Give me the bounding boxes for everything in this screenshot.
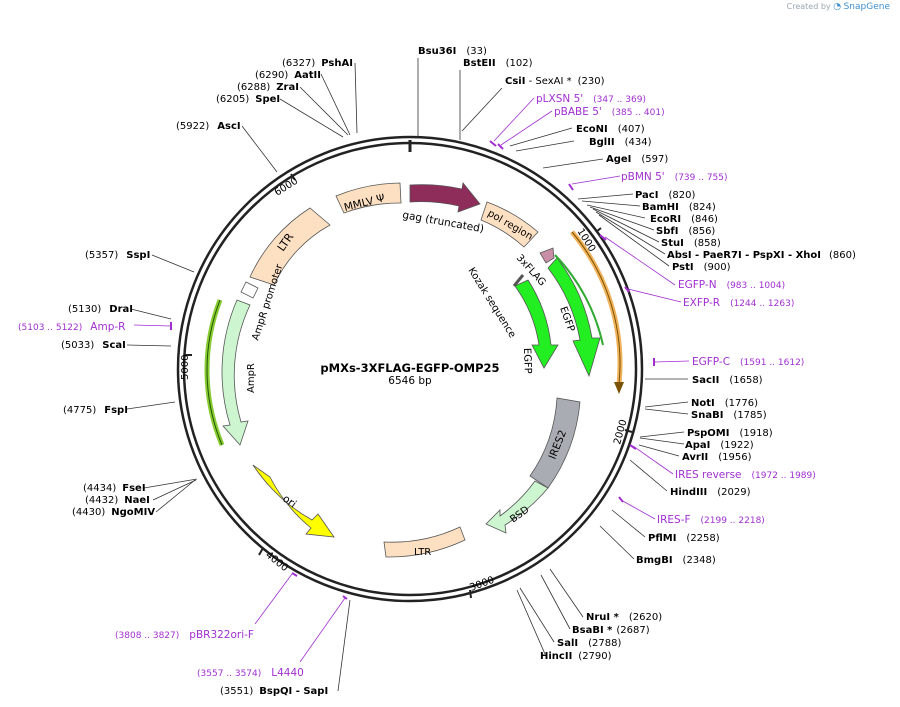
snapgene-logo-icon: ◔ xyxy=(833,2,842,12)
feature-3xflag xyxy=(539,247,555,264)
enzyme-pspomi: PspOMI(1918) xyxy=(687,428,773,439)
enzyme-bspqi-sapi: (3551)BspQI - SapI xyxy=(220,686,328,697)
tick-label-4000: 4000 xyxy=(263,550,290,574)
watermark-created-by: Created by xyxy=(786,2,831,11)
primer-egfp-n: EGFP-N(983 .. 1004) xyxy=(678,279,785,291)
enzyme-asci: (5922)AscI xyxy=(176,121,241,132)
primer-egfp-c: EGFP-C(1591 .. 1612) xyxy=(692,356,804,368)
feature-label-ampr: AmpR xyxy=(246,363,257,393)
enzyme-spei: (6205)SpeI xyxy=(216,94,280,105)
feature-egfp-inner xyxy=(514,279,559,369)
primer-pbmn: pBMN 5'(739 .. 755) xyxy=(621,171,728,183)
enzyme-drai: (5130)DraI xyxy=(68,304,133,315)
tick-label-5000: 5000 xyxy=(180,355,191,380)
feature-ampr xyxy=(221,299,251,446)
feature-kozak xyxy=(512,274,525,287)
primer-l4440: (3557 .. 3574)L4440 xyxy=(197,667,304,679)
orange-arrowhead xyxy=(614,382,624,394)
primer-plxsn: pLXSN 5'(347 .. 369) xyxy=(536,93,646,105)
feature-ltr-bottom xyxy=(383,526,466,558)
enzyme-ngomiv: (4430)NgoMIV xyxy=(72,507,155,518)
feature-orange-arc-core xyxy=(571,231,621,385)
plasmid-length: 6546 bp xyxy=(388,375,432,387)
primer-exfp-r: EXFP-R(1244 .. 1263) xyxy=(683,297,794,309)
feature-pol-region xyxy=(480,201,539,248)
tick-label-3000: 3000 xyxy=(468,575,496,594)
enzyme-leaders xyxy=(126,58,689,692)
feature-ori xyxy=(252,464,335,538)
enzyme-bsteii: BstEII(102) xyxy=(463,58,533,69)
enzyme-pflmi: PflMI(2258) xyxy=(648,533,720,544)
enzyme-paci: PacI(820) xyxy=(635,190,695,201)
feature-ires2 xyxy=(529,397,581,489)
enzyme-sspi: (5357)SspI xyxy=(85,250,150,261)
feature-label-ori: ori xyxy=(280,493,298,511)
enzyme-aatii: (6290)AatII xyxy=(255,70,321,81)
feature-label-kozak: Kozak sequence xyxy=(465,266,517,340)
ampr-highlight-core xyxy=(206,299,223,446)
primer-leaders xyxy=(133,97,690,663)
feature-egfp-outer xyxy=(547,257,601,378)
feature-label-egfp-inner: EGFP xyxy=(521,348,533,374)
enzyme-nrui: NruI *(2620) xyxy=(586,612,662,623)
feature-bsd xyxy=(485,480,549,534)
feature-label-3xflag: 3xFLAG xyxy=(514,253,548,289)
enzyme-hindiii: HindIII(2029) xyxy=(670,487,751,498)
enzyme-bsu36i: Bsu36I(33) xyxy=(418,46,487,57)
enzyme-scai: (5033)ScaI xyxy=(61,340,126,351)
primer-ires-reverse: IRES reverse(1972 .. 1989) xyxy=(675,469,816,481)
watermark-brand: SnapGene xyxy=(843,2,890,12)
enzyme-csii-sexai: CsiI - SexAI *(230) xyxy=(505,76,605,87)
enzyme-sbfi: SbfI(856) xyxy=(656,226,715,237)
feature-label-ltr-bottom: LTR xyxy=(414,547,431,558)
enzyme-naei: (4432)NaeI xyxy=(85,495,150,506)
plasmid-name: pMXs-3XFLAG-EGFP-OMP25 xyxy=(320,361,499,375)
primer-pbr322ori-f: (3808 .. 3827)pBR322ori-F xyxy=(115,629,254,641)
egfp-highlight-arc xyxy=(554,254,604,346)
enzyme-hincii: HincII(2790) xyxy=(540,651,612,662)
feature-label-gag: gag (truncated) xyxy=(401,209,484,235)
enzyme-labels: Bsu36I(33) BstEII(102) CsiI - SexAI *(23… xyxy=(61,46,856,697)
primer-marks xyxy=(170,140,655,600)
primer-pbabe: pBABE 5'(385 .. 401) xyxy=(554,106,665,118)
enzyme-ecori: EcoRI(846) xyxy=(650,214,718,225)
enzyme-absi-xhoi: AbsI - PaeR7I - PspXI - XhoI(860) xyxy=(667,250,856,261)
enzyme-noti: NotI(1776) xyxy=(691,398,758,409)
enzyme-avrii: AvrII(1956) xyxy=(682,452,752,463)
primer-ires-f: IRES-F(2199 .. 2218) xyxy=(657,514,765,526)
enzyme-agei: AgeI(597) xyxy=(606,154,668,165)
enzyme-fspi: (4775)FspI xyxy=(63,405,128,416)
enzyme-sacii: SacII(1658) xyxy=(692,375,763,386)
enzyme-snabi: SnaBI(1785) xyxy=(691,410,767,421)
enzyme-bmgbi: BmgBI(2348) xyxy=(636,555,716,566)
enzyme-pshai: (6327)PshAI xyxy=(282,58,353,69)
enzyme-bglii: BglII(434) xyxy=(589,137,652,148)
snapgene-watermark: Created by ◔ SnapGene xyxy=(787,2,890,12)
enzyme-econi: EcoNI(407) xyxy=(576,124,645,135)
feature-mmlv-psi xyxy=(335,182,402,214)
enzyme-stui: StuI(858) xyxy=(661,238,721,249)
enzyme-bsabi: BsaBI *(2687) xyxy=(572,625,650,636)
feature-ampr-promoter xyxy=(240,281,259,299)
enzyme-sali: SalI(2788) xyxy=(557,638,621,649)
feature-ltr-left xyxy=(249,207,331,286)
backbone-outer xyxy=(176,135,644,603)
primer-amp-r: (5103 .. 5122)Amp-R xyxy=(18,321,125,333)
enzyme-fsei: (4434)FseI xyxy=(83,483,146,494)
enzyme-apai: ApaI(1922) xyxy=(685,440,754,451)
enzyme-zrai: (6288)ZraI xyxy=(237,82,299,93)
enzyme-psti: PstI(900) xyxy=(672,262,731,273)
primer-labels: pLXSN 5'(347 .. 369) pBABE 5'(385 .. 401… xyxy=(18,93,816,679)
feature-gag xyxy=(409,182,481,213)
enzyme-bamhi: BamHI(824) xyxy=(642,202,716,213)
